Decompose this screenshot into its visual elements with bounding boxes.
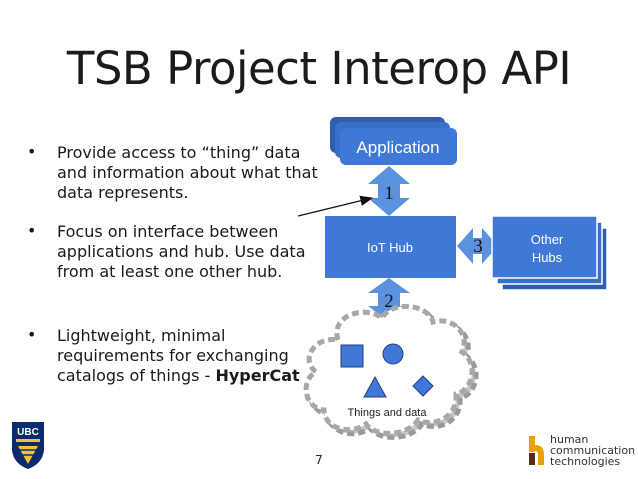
other-hubs-label-line1: Other: [531, 232, 564, 247]
square-shape: [340, 344, 364, 368]
iot-hub-box: [325, 216, 456, 278]
pointer-arrow: [297, 195, 374, 217]
hct-line-2: communication: [550, 444, 636, 457]
slide-title: TSB Project Interop API: [66, 42, 572, 95]
hct-line-3: technologies: [550, 455, 621, 468]
bullet-dot: •: [27, 221, 37, 240]
arrow-3: 3: [457, 228, 498, 264]
application-label: Application: [356, 138, 439, 157]
other-hubs-label-line2: Hubs: [532, 250, 563, 265]
ubc-text: UBC: [17, 427, 39, 438]
arrow-label-2: 2: [384, 291, 394, 312]
iot-hub: IoT Hub: [325, 216, 456, 278]
bullet-text-plain: Lightweight, minimal requirements for ex…: [57, 326, 289, 385]
diamond-shape: [412, 375, 434, 397]
bullet-dot: •: [27, 142, 37, 161]
arrow-label-1: 1: [384, 183, 394, 204]
application-stack: Application: [330, 117, 457, 165]
triangle-shape: [363, 375, 387, 398]
page-number: 7: [315, 453, 323, 467]
hct-line-1: human: [550, 433, 589, 446]
arrow-label-3: 3: [473, 236, 483, 257]
bullet-dot: •: [27, 325, 37, 344]
circle-shape: [382, 343, 404, 365]
things-cloud: Things and data: [303, 303, 479, 440]
ubc-crest-icon: UBC: [12, 422, 44, 469]
bullet-text: Provide access to “thing” data and infor…: [57, 143, 318, 202]
bullet-text: Lightweight, minimal requirements for ex…: [57, 326, 319, 386]
double-arrow-shape: [457, 228, 498, 264]
double-arrow-shape: [368, 166, 410, 216]
other-hubs-stack: Other Hubs: [491, 215, 608, 291]
arrow-1: 1: [368, 166, 410, 216]
hct-logo-icon: [529, 436, 544, 465]
iot-hub-label: IoT Hub: [367, 240, 413, 255]
application-box: [340, 128, 457, 165]
bullet-text: Focus on interface between applications …: [57, 222, 306, 281]
hypercat-bold: HyperCat: [215, 366, 300, 385]
other-hubs-box: [491, 215, 598, 279]
cloud-shape: [303, 303, 475, 436]
cloud-label: Things and data: [348, 407, 428, 419]
